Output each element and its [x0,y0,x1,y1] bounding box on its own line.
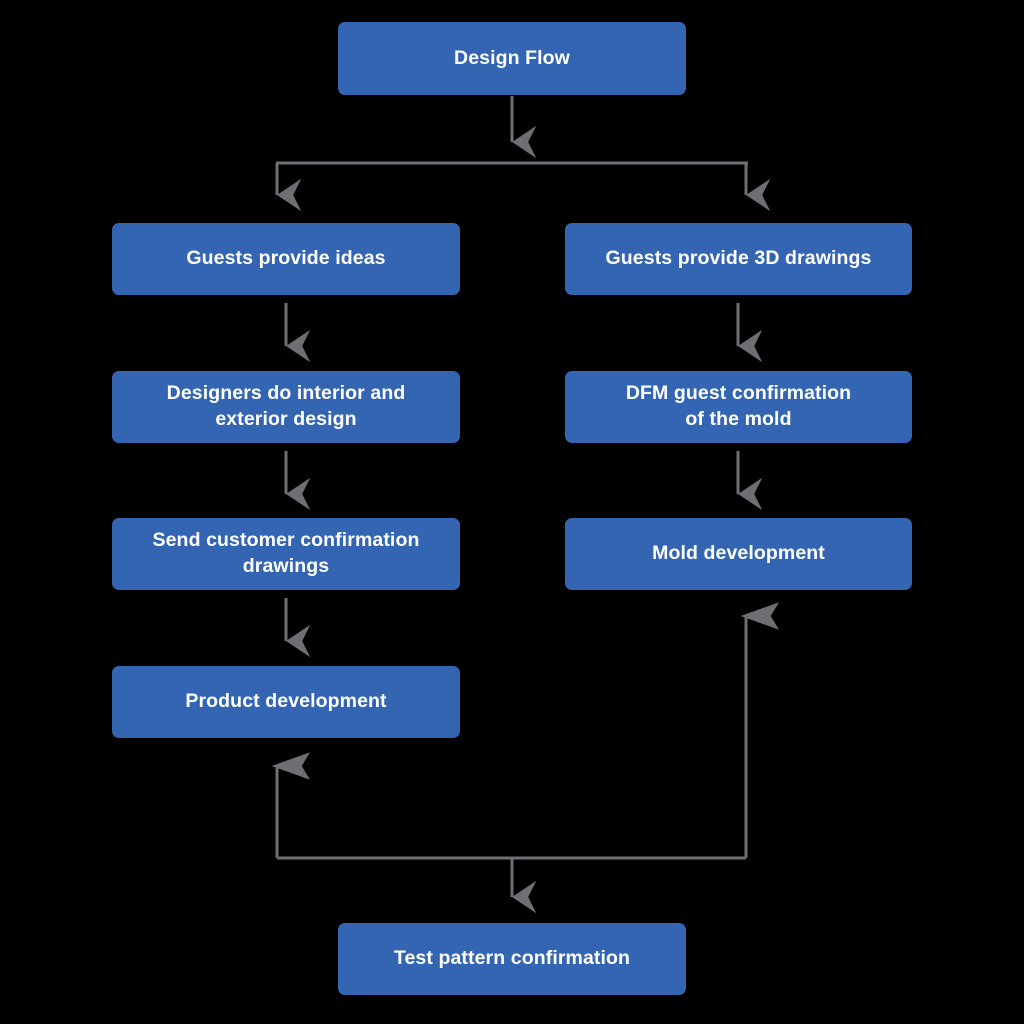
node-send-customer-confirmation-drawings[interactable]: Send customer confirmation drawings [112,518,460,590]
node-design-flow[interactable]: Design Flow [338,22,686,95]
node-product-development[interactable]: Product development [112,666,460,738]
node-label: DFM guest confirmation of the mold [625,382,852,430]
node-label: Test pattern confirmation [393,947,631,970]
node-test-pattern-confirmation[interactable]: Test pattern confirmation [338,923,686,995]
node-guests-provide-ideas[interactable]: Guests provide ideas [112,223,460,295]
node-guests-provide-3d-drawings[interactable]: Guests provide 3D drawings [565,223,912,295]
node-label: Guests provide 3D drawings [605,247,872,270]
node-label: Mold development [652,542,825,565]
node-label: Product development [185,690,387,713]
node-label: Guests provide ideas [186,247,386,270]
node-dfm-guest-confirmation[interactable]: DFM guest confirmation of the mold [565,371,912,443]
node-mold-development[interactable]: Mold development [565,518,912,590]
node-label: Send customer confirmation drawings [152,529,420,577]
node-label: Designers do interior and exterior desig… [166,382,406,430]
node-designers-interior-exterior-design[interactable]: Designers do interior and exterior desig… [112,371,460,443]
node-label: Design Flow [454,46,570,69]
